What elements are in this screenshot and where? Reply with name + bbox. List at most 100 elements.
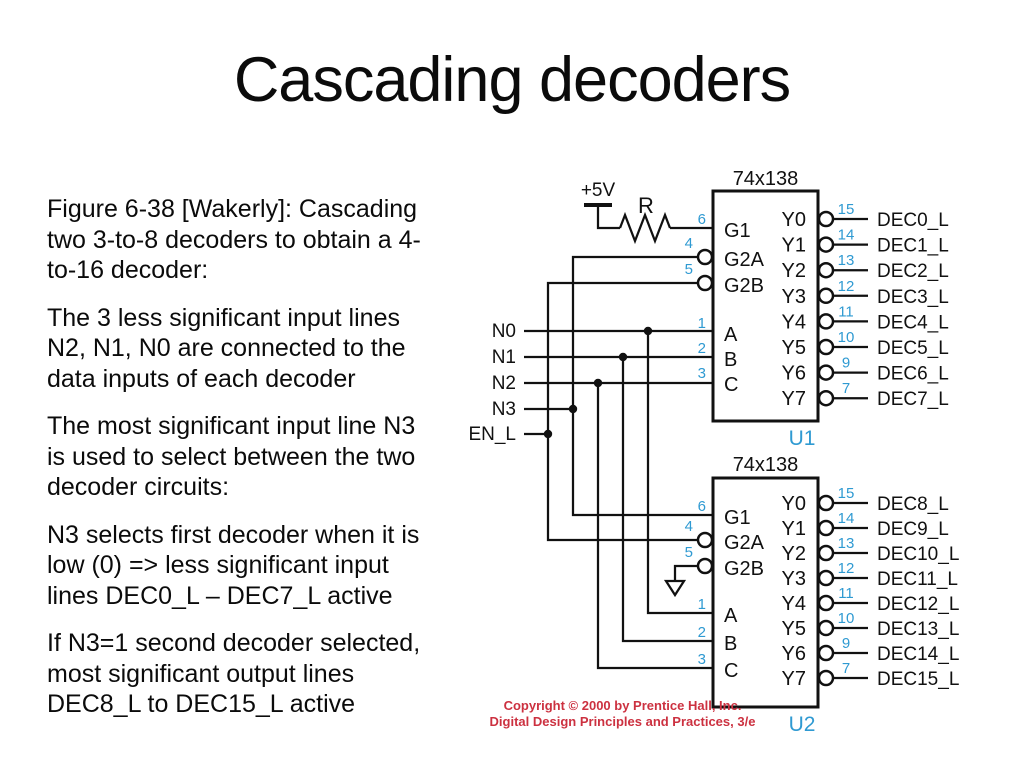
invert-bubble [817, 494, 835, 512]
signal-label-dec15_l: DEC15_L [877, 669, 959, 690]
invert-bubble [817, 519, 835, 537]
pin-number: 15 [838, 201, 855, 218]
pin-number: 1 [698, 315, 706, 332]
pin-name-y4: Y4 [782, 311, 806, 333]
pin-number: 14 [838, 227, 855, 244]
pin-name-y6: Y6 [782, 643, 806, 665]
pin-number: 7 [842, 660, 850, 677]
pin-number: 1 [698, 596, 706, 613]
pin-name-a: A [724, 605, 738, 627]
signal-label-dec1_l: DEC1_L [877, 236, 949, 257]
pin-number: 2 [698, 624, 706, 641]
wire [673, 564, 698, 580]
pin-number: 3 [698, 365, 706, 382]
paragraph: N3 selects first decoder when it is low … [47, 520, 420, 610]
input-label-n0: N0 [492, 321, 516, 342]
pin-number: 15 [838, 485, 855, 502]
pin-name-y1: Y1 [782, 235, 806, 257]
junction-dot [543, 429, 553, 439]
signal-label-dec8_l: DEC8_L [877, 494, 949, 515]
paragraph: The 3 less significant input lines N2, N… [47, 303, 406, 393]
invert-bubble [817, 364, 835, 381]
pin-name-g2b: G2B [724, 558, 764, 580]
signal-label-dec2_l: DEC2_L [877, 261, 949, 282]
paragraph: Figure 6-38 [Wakerly]: Cascading two 3-t… [47, 195, 421, 284]
pin-number: 5 [685, 261, 693, 278]
invert-bubble [817, 669, 835, 687]
copyright: Copyright © 2000 by Prentice Hall, Inc. … [455, 698, 790, 730]
junction-dot [643, 326, 653, 336]
signal-label-dec10_l: DEC10_L [877, 544, 959, 565]
pin-name-y0: Y0 [782, 209, 806, 231]
pin-number: 3 [698, 651, 706, 668]
pin-number: 12 [838, 278, 855, 295]
signal-label-dec6_l: DEC6_L [877, 364, 949, 385]
pin-name-g2a: G2A [724, 249, 765, 271]
invert-bubble [817, 287, 835, 305]
invert-bubble [696, 274, 714, 292]
pin-name-b: B [724, 349, 737, 371]
copyright-line-2: Digital Design Principles and Practices,… [489, 714, 756, 729]
pin-name-y4: Y4 [782, 593, 806, 615]
pin-name-y0: Y0 [782, 493, 806, 515]
chip-type-label: 74x138 [733, 168, 799, 190]
pin-number: 5 [685, 544, 693, 561]
chip-type-label: 74x138 [733, 454, 799, 476]
signal-label-dec0_l: DEC0_L [877, 210, 949, 231]
wire [621, 357, 713, 643]
pin-number: 10 [838, 610, 855, 627]
wire [571, 255, 713, 517]
junction-dot [618, 352, 628, 362]
pin-number: 6 [698, 498, 706, 515]
pin-name-g2b: G2B [724, 275, 764, 297]
pin-name-c: C [724, 374, 738, 396]
ground-icon [663, 579, 687, 598]
signal-label-dec13_l: DEC13_L [877, 619, 959, 640]
invert-bubble [696, 557, 714, 575]
pin-name-c: C [724, 660, 738, 682]
body-text: Figure 6-38 [Wakerly]: Cascading two 3-t… [47, 194, 507, 737]
invert-bubble [817, 210, 835, 228]
signal-label-dec9_l: DEC9_L [877, 519, 949, 540]
pin-name-y5: Y5 [782, 618, 806, 640]
pin-name-y5: Y5 [782, 337, 806, 359]
invert-bubble [696, 248, 714, 266]
pin-number: 13 [838, 535, 855, 552]
pin-number: 11 [838, 303, 854, 320]
resistor [618, 211, 672, 245]
power-label: +5V [581, 180, 616, 201]
input-label-en_l: EN_L [468, 424, 516, 445]
invert-bubble [817, 644, 835, 662]
junction-dot [568, 404, 578, 414]
invert-bubble [817, 619, 835, 637]
pin-name-y2: Y2 [782, 543, 806, 565]
pin-name-g1: G1 [724, 220, 751, 242]
junction-dot [593, 378, 603, 388]
invert-bubble [817, 389, 835, 407]
pin-number: 12 [838, 560, 855, 577]
pin-name-y7: Y7 [782, 668, 806, 690]
signal-label-dec12_l: DEC12_L [877, 594, 959, 615]
pin-number: 4 [685, 518, 693, 535]
pin-name-y7: Y7 [782, 388, 806, 410]
pin-name-y3: Y3 [782, 568, 806, 590]
wire [646, 331, 713, 615]
invert-bubble [817, 236, 835, 253]
signal-label-dec4_l: DEC4_L [877, 312, 949, 333]
invert-bubble [696, 531, 714, 549]
signal-label-dec3_l: DEC3_L [877, 287, 949, 308]
pin-number: 2 [698, 340, 706, 357]
chip-ref-u1: U1 [789, 427, 816, 450]
paragraph: If N3=1 second decoder selected, most si… [47, 629, 421, 718]
pin-number: 4 [685, 235, 693, 252]
pin-number: 10 [838, 329, 855, 346]
invert-bubble [817, 338, 835, 356]
paragraph: The most significant input line N3 is us… [47, 412, 416, 501]
invert-bubble [817, 261, 835, 279]
chip-ref-u2: U2 [789, 713, 816, 736]
signal-label-dec7_l: DEC7_L [877, 389, 949, 410]
pin-name-g2a: G2A [724, 532, 765, 554]
pin-number: 6 [698, 211, 706, 228]
